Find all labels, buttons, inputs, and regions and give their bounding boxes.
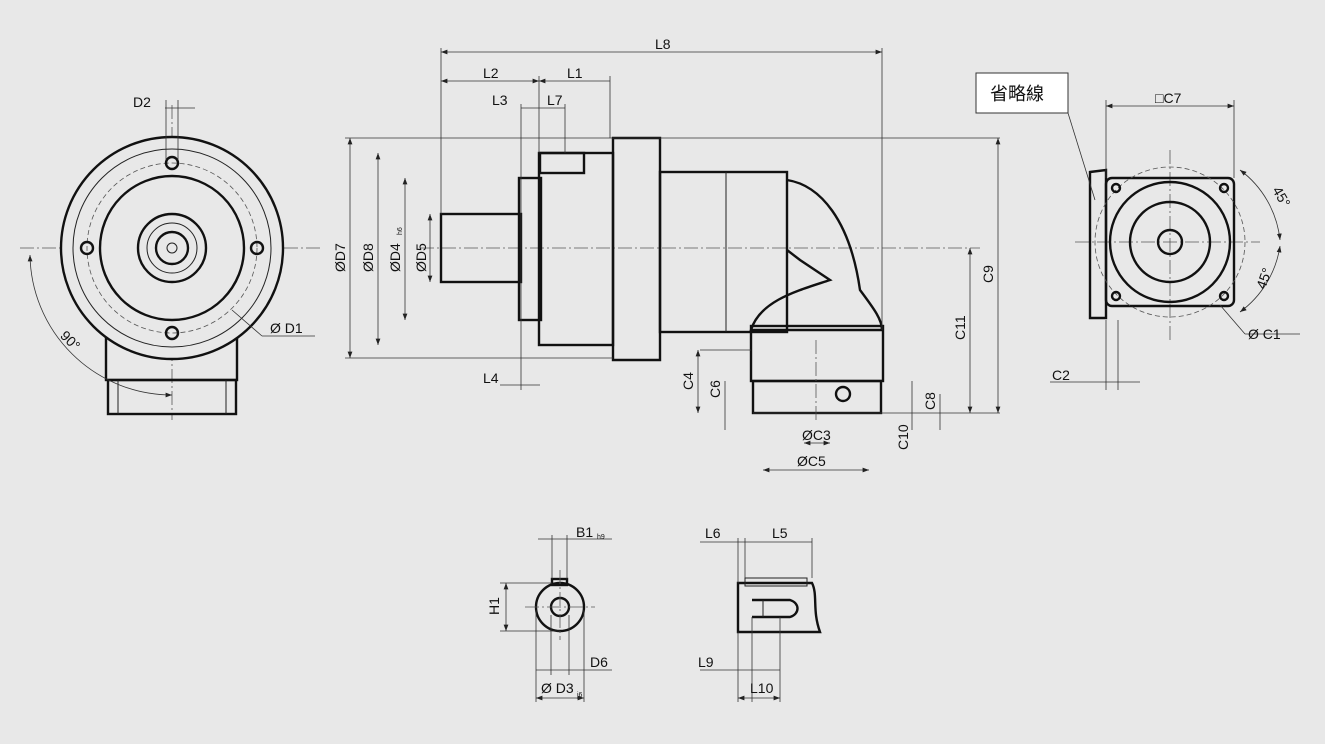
label-l3: L3 <box>492 92 508 108</box>
label-c7: □C7 <box>1155 90 1182 106</box>
label-l8: L8 <box>655 36 671 52</box>
omit-line-note: 省略線 <box>990 84 1044 104</box>
label-c10: C10 <box>895 424 911 450</box>
label-c11: C11 <box>952 315 968 340</box>
label-c3: ØC3 <box>802 427 831 443</box>
label-angle-45-bottom: 45° <box>1253 266 1275 291</box>
label-l1: L1 <box>567 65 583 81</box>
label-d4-tolerance: h6 <box>397 227 404 235</box>
front-view: D2 Ø D1 90° <box>20 94 320 420</box>
label-c4: C4 <box>680 372 696 390</box>
label-h1: H1 <box>486 597 502 615</box>
omit-note-box <box>975 72 1069 114</box>
label-c2: C2 <box>1052 367 1070 383</box>
label-d3-tolerance: j6 <box>576 692 583 699</box>
label-b1-tolerance: h9 <box>597 534 605 541</box>
label-l9: L9 <box>698 654 714 670</box>
label-d4: ØD4 <box>387 243 403 272</box>
label-d1: Ø D1 <box>270 320 303 336</box>
shaft-side-view: L6 L5 L9 L10 <box>698 525 822 702</box>
label-d2: D2 <box>133 94 151 110</box>
label-l4: L4 <box>483 370 499 386</box>
label-l6: L6 <box>705 525 721 541</box>
label-c1: Ø C1 <box>1248 326 1281 342</box>
rear-view: 省略線 □C7 45° 45° Ø C1 C2 <box>975 72 1300 390</box>
label-l2: L2 <box>483 65 499 81</box>
side-view: L8 L2 L1 L3 L7 L4 ØD7 ØD8 ØD4 h6 ØD5 C4 … <box>332 36 1001 473</box>
label-c8: C8 <box>922 392 938 410</box>
label-l5: L5 <box>772 525 788 541</box>
label-b1: B1 <box>576 524 593 540</box>
label-d8: ØD8 <box>360 243 376 272</box>
label-angle-45-top: 45° <box>1269 184 1293 210</box>
shaft-section-view: B1 h9 H1 D6 Ø D3 j6 <box>486 524 612 702</box>
label-d7: ØD7 <box>332 243 348 272</box>
label-l10: L10 <box>750 680 774 696</box>
label-angle-90: 90° <box>57 327 83 353</box>
label-d3: Ø D3 <box>541 680 574 696</box>
label-d5: ØD5 <box>413 243 429 272</box>
label-c5: ØC5 <box>797 453 826 469</box>
label-c9: C9 <box>980 265 996 283</box>
label-d6: D6 <box>590 654 608 670</box>
label-c6: C6 <box>707 380 723 398</box>
label-l7: L7 <box>547 92 563 108</box>
